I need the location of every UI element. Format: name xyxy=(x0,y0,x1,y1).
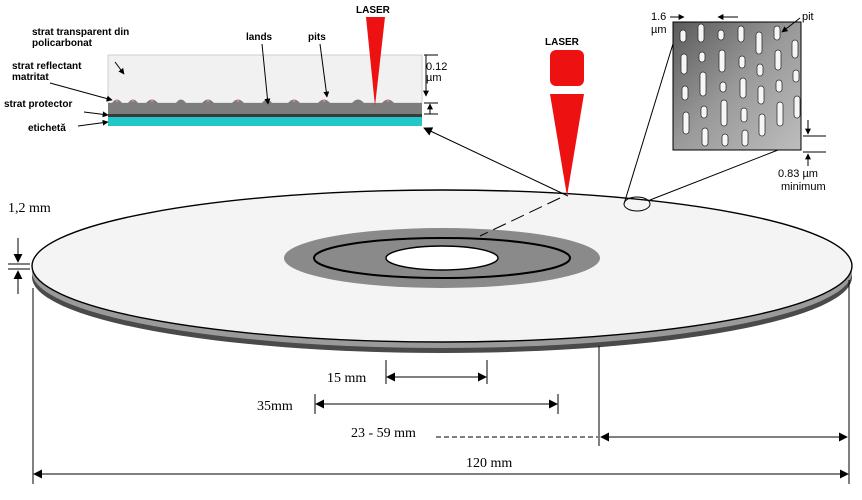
cross-section: 0.12 µm LASER strat transparent din poli… xyxy=(4,5,447,134)
label-layer xyxy=(108,117,422,126)
label-lands: lands xyxy=(246,32,273,43)
pit-micrograph: 1.6 µm pit 0.83 µm minimum xyxy=(651,11,826,193)
laser-beam-small xyxy=(366,17,385,106)
label-pits: pits xyxy=(308,32,326,43)
reflective-layer xyxy=(108,99,422,114)
laser-beam-main xyxy=(550,94,584,196)
track-pitch-unit: µm xyxy=(651,24,667,36)
zoom-guides xyxy=(423,33,779,237)
label-protective-layer: strat protector xyxy=(4,99,72,110)
thickness-label: 1,2 mm xyxy=(8,201,51,216)
laser-head xyxy=(550,50,584,86)
dimensions xyxy=(8,238,850,484)
track-pitch-value: 1.6 xyxy=(651,11,666,23)
pit-depth-unit: µm xyxy=(426,72,442,84)
label-transparent-layer: strat transparent din xyxy=(32,27,129,38)
label-transparent-layer-2: policarbonat xyxy=(32,38,93,49)
label-label-layer: etichetă xyxy=(28,123,66,134)
laser-label-main: LASER xyxy=(545,37,580,48)
min-pit-length-value: 0.83 µm xyxy=(778,168,818,180)
min-pit-length-label: minimum xyxy=(781,181,826,193)
disc-hub-track xyxy=(313,237,571,279)
disc-diameter-label: 120 mm xyxy=(466,456,512,471)
compact-disc xyxy=(31,189,853,353)
pit-label: pit xyxy=(802,11,814,23)
data-area-label: 23 - 59 mm xyxy=(351,426,416,441)
label-reflective-layer: strat reflectant xyxy=(12,61,82,72)
laser-label-small: LASER xyxy=(356,5,391,16)
hole-diameter-label: 15 mm xyxy=(327,371,366,386)
pit-depth-value: 0.12 xyxy=(426,61,447,73)
label-reflective-layer-2: matritat xyxy=(12,72,49,83)
clamp-diameter-label: 35mm xyxy=(257,399,293,414)
laser-main: LASER xyxy=(545,37,584,196)
disc-center-hole xyxy=(385,245,499,271)
protective-layer xyxy=(108,114,422,117)
